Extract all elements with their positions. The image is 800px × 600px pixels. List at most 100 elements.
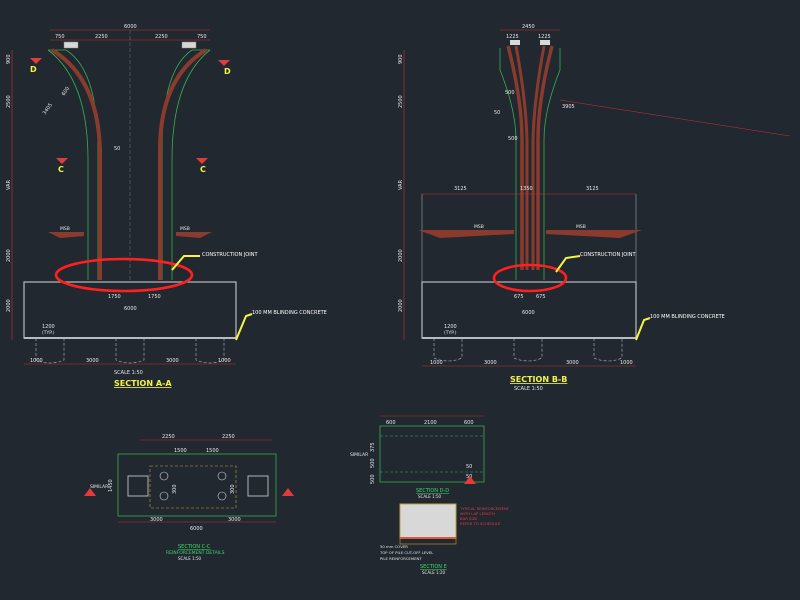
- bb-overall-top: 2450: [522, 24, 535, 30]
- cc-subtitle: REINFORCEMENT DETAILS: [166, 550, 225, 556]
- section-mark-icon: [84, 488, 96, 496]
- aa-rebar-left: [50, 48, 102, 280]
- aa-msb-label: MSB: [60, 226, 70, 232]
- aa-pile: [35, 338, 65, 364]
- aa-left-dim: 2000: [6, 299, 12, 312]
- aa-left-dim: 2500: [6, 95, 12, 108]
- aa-rebar-right: [158, 48, 208, 280]
- e-note: REFER TO SCHEDULE: [460, 521, 501, 526]
- bb-base-dim: 675: [536, 294, 546, 300]
- cc-top-dim: 2250: [162, 434, 175, 440]
- cc-pile-cap-outline: [117, 453, 277, 517]
- aa-section-mark: C: [58, 165, 64, 174]
- aa-title: SECTION A-A: [114, 379, 172, 388]
- bb-top-dim: 1225: [538, 34, 551, 40]
- aa-construction-joint-highlight: [54, 257, 194, 293]
- aa-radius-label: 3405: [42, 102, 54, 116]
- bb-pier-outline: [499, 48, 561, 280]
- dd-outline: [379, 425, 485, 483]
- bb-pile: [433, 338, 463, 362]
- section-mark-icon: [282, 488, 294, 496]
- aa-radius-label: 600: [61, 86, 71, 97]
- cc-bolt-icon: [159, 491, 169, 501]
- bb-msb-label: MSB: [576, 224, 586, 230]
- bb-pile-typ: (TYP.): [444, 330, 457, 336]
- aa-pile: [115, 338, 145, 364]
- bb-mid-dim: 3125: [454, 186, 467, 192]
- dd-right-dim: 50: [466, 474, 472, 480]
- section-e: TYPICAL REINFORCEMENT WITH LAP LENGTH BA…: [379, 503, 510, 575]
- bearing-pad-icon: [181, 41, 197, 49]
- aa-blinding-leader: [235, 313, 253, 341]
- aa-top-dim: 750: [55, 34, 65, 40]
- aa-blinding-label: 100 MM BLINDING CONCRETE: [252, 310, 327, 316]
- aa-pile-typ: (TYP.): [42, 330, 55, 336]
- e-note: TYPICAL REINFORCEMENT: [459, 506, 510, 511]
- aa-cj-leader: [171, 255, 200, 271]
- bb-cj-leader: [555, 255, 581, 273]
- aa-section-mark: C: [200, 165, 206, 174]
- bb-pile: [593, 338, 623, 362]
- bb-rebar-right-outer: [536, 45, 554, 270]
- aa-top-dim: 2250: [155, 34, 168, 40]
- aa-pier-outer-outline: [47, 49, 211, 280]
- cc-inner-dim: 1500: [206, 448, 219, 454]
- section-cc: 2250 2250 1500 1500 300 300 1450 SIMILAR…: [84, 434, 294, 561]
- section-mark-icon: [30, 58, 42, 64]
- bb-bottom-dim: 3000: [484, 360, 497, 366]
- aa-left-dim: 2000: [6, 249, 12, 262]
- bb-base-overall: 6000: [522, 310, 535, 316]
- bb-bottom-dim: 3000: [566, 360, 579, 366]
- aa-left-dim: 900: [6, 54, 12, 64]
- msb-bracket-icon: [48, 232, 84, 238]
- aa-pile-dim: 1200: [42, 324, 55, 330]
- aa-base-dim: 1750: [148, 294, 161, 300]
- aa-msb-label: MSB: [180, 226, 190, 232]
- bb-pile-dim: 1200: [444, 324, 457, 330]
- aa-bottom-dim: 1000: [30, 358, 43, 364]
- cc-scale: SCALE 1:50: [178, 556, 202, 561]
- bb-construction-joint-label: CONSTRUCTION JOINT: [580, 252, 636, 258]
- bb-blinding-leader: [635, 317, 651, 341]
- cc-bolt-icon: [159, 471, 169, 481]
- bb-bottom-dim: 1000: [620, 360, 633, 366]
- bb-inner-label: 500: [505, 90, 515, 96]
- dd-side-label: SIMILAR: [350, 452, 368, 458]
- bb-rebar-left-inner: [514, 45, 529, 270]
- bb-left-dim: 2000: [398, 299, 404, 312]
- cc-pier-footprint: [149, 465, 237, 509]
- cc-side-dim: 300: [172, 484, 178, 494]
- msb-bracket-icon: [176, 232, 212, 238]
- bb-msb-label: MSB: [474, 224, 484, 230]
- cc-bolt-icon: [217, 491, 227, 501]
- cc-pile-square: [247, 475, 269, 497]
- bb-inner-label: 50: [494, 110, 500, 116]
- aa-scale: SCALE 1:50: [114, 370, 143, 376]
- dd-left-dim: 375: [370, 442, 376, 452]
- aa-top-dim: 750: [197, 34, 207, 40]
- dd-title: SECTION D-D: [416, 488, 449, 494]
- bb-rebar-left-outer: [506, 45, 524, 270]
- cc-pile-square: [127, 475, 149, 497]
- bb-left-dim: 2500: [398, 95, 404, 108]
- aa-overall-top: 6000: [124, 24, 137, 30]
- aa-pile: [195, 338, 225, 364]
- bearing-pad-icon: [63, 41, 79, 49]
- aa-bottom-dim: 3000: [166, 358, 179, 364]
- bb-mid-dim: 3125: [586, 186, 599, 192]
- msb-bracket-icon: [546, 230, 642, 238]
- bb-pile: [513, 338, 543, 362]
- cc-top-dim: 2250: [222, 434, 235, 440]
- dd-left-dim: 500: [370, 474, 376, 484]
- cc-title: SECTION C-C: [178, 544, 211, 550]
- bb-title: SECTION B-B: [510, 375, 567, 384]
- cc-left-dim: 1450: [108, 479, 114, 492]
- cc-side-label: SIMILAR: [90, 484, 108, 490]
- dd-right-dim: 50: [466, 464, 472, 470]
- cc-side-dim: 300: [230, 484, 236, 494]
- e-bottom-note: TOP OF PILE CUT-OFF LEVEL: [379, 550, 434, 555]
- bb-inner-label: 500: [508, 136, 518, 142]
- section-aa: 6000 750 2250 2250 750 50 3405 600 D D C…: [6, 24, 327, 388]
- bb-left-dim: 900: [398, 54, 404, 64]
